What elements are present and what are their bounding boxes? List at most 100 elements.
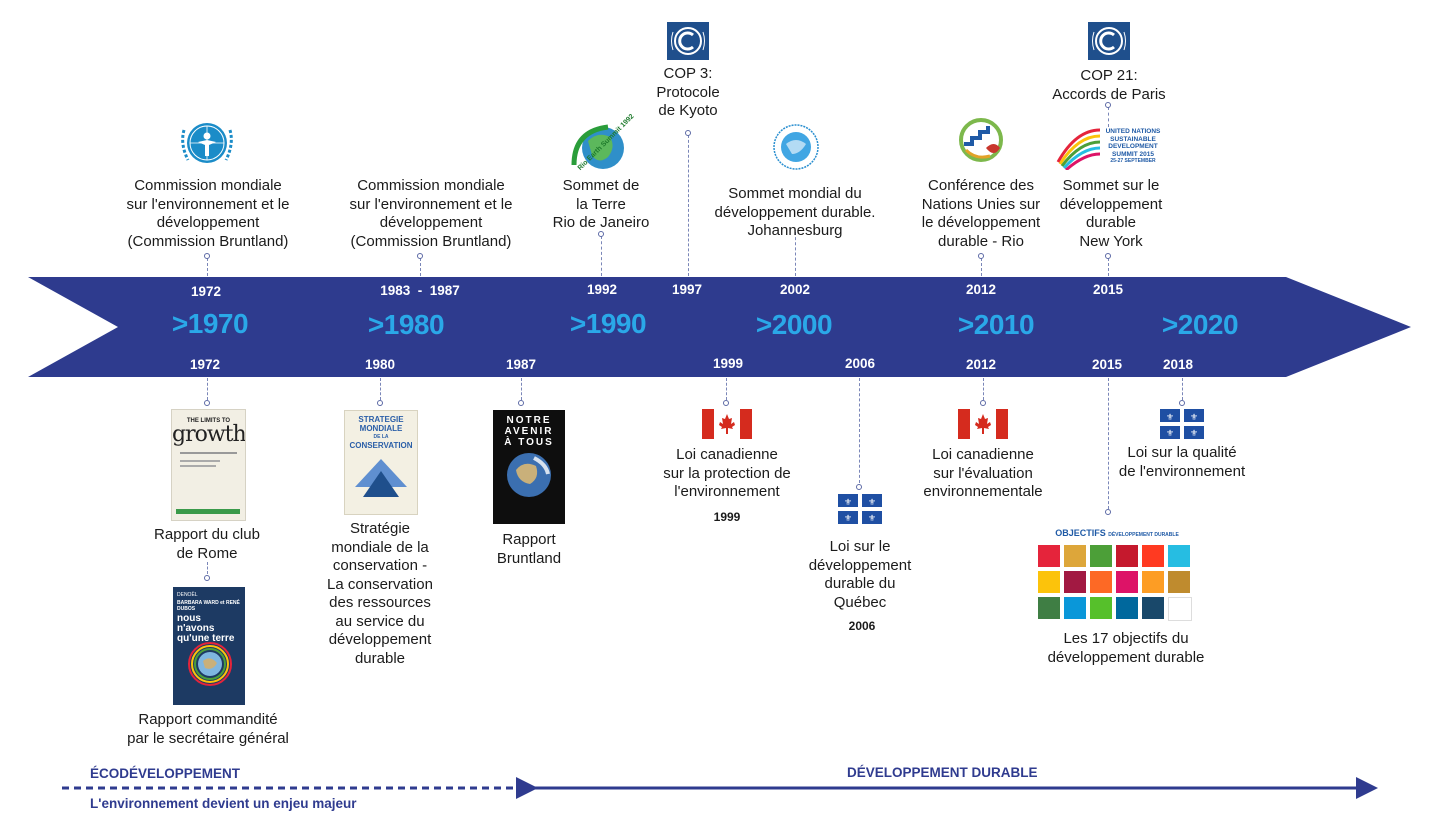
book-publisher: DENOËL	[177, 592, 198, 598]
bottom-year: 1999	[712, 356, 744, 371]
sdg-tile	[1168, 571, 1190, 593]
law-year: 2006	[848, 619, 876, 633]
event-label: Rapport du club de Rome	[154, 526, 260, 562]
connector	[795, 232, 796, 276]
connector-dot	[980, 400, 986, 406]
connector	[207, 562, 208, 574]
book-authors: BARBARA WARD et RENÉ DUBOS	[177, 600, 240, 612]
sdg-grid: OBJECTIFS DÉVELOPPEMENT DURABLE	[1038, 528, 1196, 624]
decade-1970: >1970	[171, 308, 249, 339]
era-left-subtitle: L'environnement devient un enjeu majeur	[90, 796, 357, 811]
quebec-flag: ⚜ ⚜ ⚜ ⚜	[1160, 409, 1204, 439]
sdg-tile	[1064, 545, 1086, 567]
bottom-year: 2015	[1091, 357, 1123, 372]
connector	[601, 236, 602, 276]
summit-logo-text: 25-27 SEPTEMBER	[1110, 158, 1156, 164]
connector-dot	[204, 575, 210, 581]
svg-text:⚜: ⚜	[1190, 413, 1198, 423]
connector	[859, 378, 860, 483]
event-label: Sommet de la Terre Rio de Janeiro	[552, 177, 650, 231]
bottom-year: 1980	[364, 357, 396, 372]
top-year: 1997	[671, 282, 703, 297]
connector	[983, 378, 984, 400]
decade-2020: >2020	[1161, 309, 1239, 340]
event-label: Rapport Bruntland	[496, 531, 562, 567]
event-label: COP 21: Accords de Paris	[1052, 67, 1166, 103]
top-year: 2015	[1092, 282, 1124, 297]
sdg-tile	[1090, 597, 1112, 619]
sdg-tile	[1142, 571, 1164, 593]
book-title: À TOUS	[504, 437, 554, 448]
connector-dot	[377, 400, 383, 406]
un-sd-summit-logo: UNITED NATIONS SUSTAINABLE DEVELOPMENT S…	[1056, 126, 1166, 170]
svg-text:⚜: ⚜	[868, 498, 876, 508]
bottom-year: 1972	[189, 357, 221, 372]
svg-text:⚜: ⚜	[1190, 429, 1198, 439]
svg-text:⚜: ⚜	[1166, 413, 1174, 423]
decade-1980: >1980	[367, 309, 445, 340]
quebec-flag: ⚜ ⚜ ⚜ ⚜	[838, 494, 882, 524]
nous-navons-quune-terre-book: DENOËL BARBARA WARD et RENÉ DUBOS nous n…	[173, 587, 245, 705]
bottom-year: 2012	[965, 357, 997, 372]
event-label: Loi sur le développement durable du Québ…	[808, 538, 912, 611]
event-label: Sommet sur le développement durable New …	[1059, 177, 1163, 250]
connector	[1182, 378, 1183, 400]
top-year: 1992	[586, 282, 618, 297]
book-title: CONSERVATION	[349, 440, 413, 450]
limits-to-growth-book: THE LIMITS TO growth	[171, 409, 246, 521]
sdg-tile	[1064, 571, 1086, 593]
notre-avenir-a-tous-book: NOTRE AVENIR À TOUS	[493, 410, 565, 524]
sdg-tile	[1038, 597, 1060, 619]
era-left-title: ÉCODÉVELOPPEMENT	[90, 766, 241, 781]
canada-flag	[702, 409, 752, 439]
book-title: AVENIR	[504, 426, 554, 437]
rio20-logo	[959, 118, 1003, 162]
connector-dot	[1105, 253, 1111, 259]
book-title: MONDIALE	[359, 423, 403, 433]
top-year: 2012	[965, 282, 997, 297]
event-label: COP 3: Protocole de Kyoto	[656, 65, 720, 119]
sdg-tile	[1142, 545, 1164, 567]
event-label: Loi sur la qualité de l'environnement	[1118, 444, 1246, 480]
event-label: Commission mondiale sur l'environnement …	[126, 177, 290, 250]
connector-dot	[1179, 400, 1185, 406]
event-label: Commission mondiale sur l'environnement …	[349, 177, 513, 250]
svg-text:⚜: ⚜	[844, 498, 852, 508]
law-year: 1999	[713, 510, 741, 524]
connector	[380, 378, 381, 400]
event-label: Loi canadienne sur l'évaluation environn…	[923, 446, 1043, 500]
book-title: STRATEGIE	[358, 415, 404, 424]
connector	[726, 378, 727, 400]
connector-dot	[518, 400, 524, 406]
connector-dot	[1105, 102, 1111, 108]
connector-dot	[1105, 509, 1111, 515]
sdg-tile	[1064, 597, 1086, 619]
era-right-title: DÉVELOPPEMENT DURABLE	[847, 765, 1038, 780]
decade-2000: >2000	[755, 309, 833, 340]
sdg-tile	[1142, 597, 1164, 619]
connector-dot	[685, 130, 691, 136]
connector	[207, 258, 208, 276]
unfccc-logo	[1088, 22, 1130, 60]
rio-earth-summit-logo: Rio Earth Summit 1992	[568, 113, 636, 174]
sdg-tile	[1038, 571, 1060, 593]
connector	[1108, 378, 1109, 509]
book-title: nous n'avons qu'une terre	[177, 613, 235, 644]
connector	[521, 378, 522, 400]
decade-2010: >2010	[957, 309, 1035, 340]
unfccc-logo	[667, 22, 709, 60]
sdg-tile	[1168, 545, 1190, 567]
bottom-year: 1987	[505, 357, 537, 372]
connector-dot	[856, 484, 862, 490]
bottom-year: 2006	[844, 356, 876, 371]
sdg-tile	[1116, 545, 1138, 567]
book-title: NOTRE	[506, 415, 552, 426]
svg-text:⚜: ⚜	[844, 514, 852, 524]
sdg-subtitle: DÉVELOPPEMENT DURABLE	[1108, 532, 1179, 538]
connector	[420, 258, 421, 276]
decade-1990: >1990	[569, 308, 647, 339]
top-year: 2002	[779, 282, 811, 297]
connector-dot	[723, 400, 729, 406]
connector-dot	[204, 253, 210, 259]
